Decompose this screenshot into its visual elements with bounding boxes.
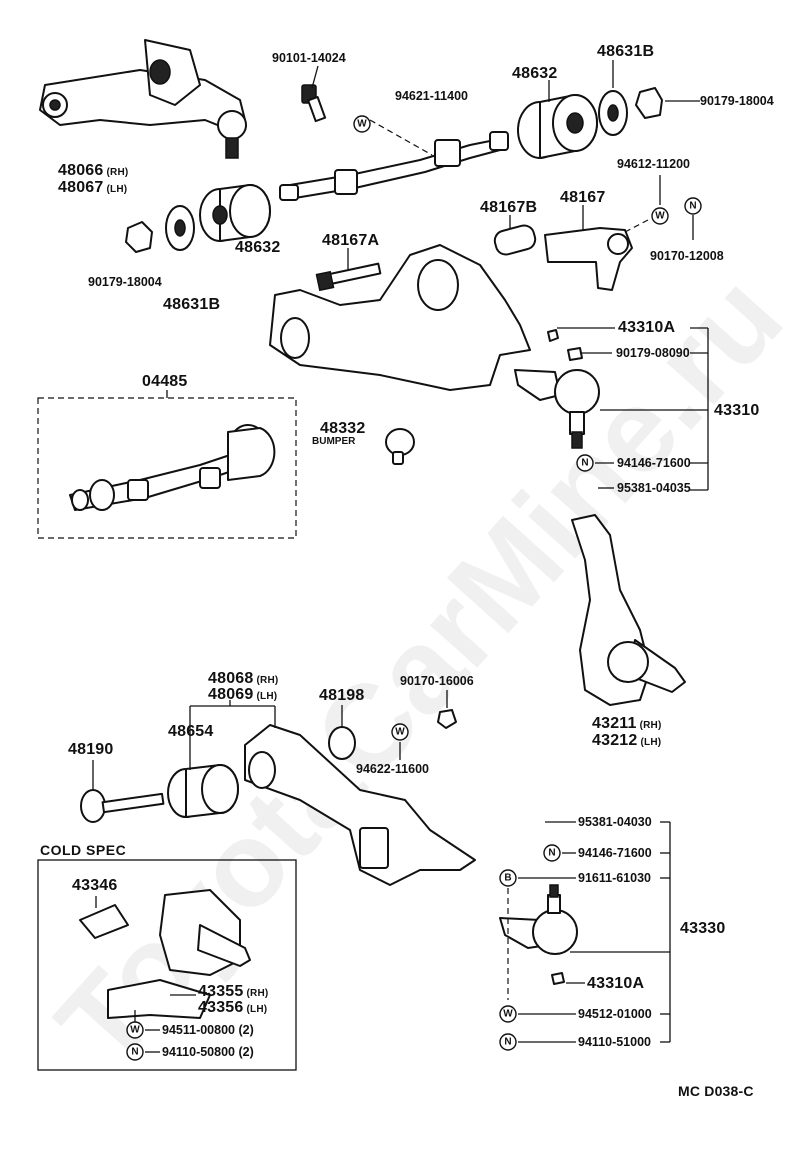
- upper-arm-48066: [39, 39, 247, 159]
- pin-48167B: [493, 224, 537, 256]
- svg-text:N: N: [504, 1037, 511, 1048]
- symbol-bolt-91611: B: [499, 869, 517, 887]
- label-94621-11400: 94621-11400: [395, 89, 468, 103]
- svg-text:W: W: [655, 211, 665, 222]
- label-43211: 43211(RH): [592, 715, 662, 732]
- symbol-washer-94512: W: [499, 1005, 517, 1023]
- label-43356: 43356(LH): [198, 999, 268, 1016]
- nut-90179-18004-top: [635, 87, 663, 119]
- label-43310A-lower: 43310A: [587, 975, 645, 992]
- svg-text:B: B: [504, 873, 511, 884]
- label-43310: 43310: [714, 402, 760, 419]
- label-48654: 48654: [168, 723, 214, 740]
- label-90101-14024: 90101-14024: [272, 51, 346, 65]
- label-48069: 48069(LH): [208, 686, 278, 703]
- svg-text:N: N: [548, 848, 555, 859]
- label-48068: 48068(RH): [208, 670, 279, 687]
- steering-knuckle-43211: [571, 514, 686, 706]
- symbol-washer-94622: W: [391, 723, 409, 741]
- symbol-nut-90170-12008: N: [684, 197, 702, 215]
- label-43346: 43346: [72, 877, 118, 894]
- label-48067: 48067(LH): [58, 179, 128, 196]
- symbol-nut-94146-a: N: [576, 454, 594, 472]
- label-94612-11200: 94612-11200: [617, 157, 690, 171]
- label-48066: 48066(RH): [58, 162, 129, 179]
- label-94512-01000: 94512-01000: [578, 1007, 652, 1021]
- label-94146-71600-a: 94146-71600: [617, 456, 691, 470]
- label-94110-51000: 94110-51000: [578, 1035, 651, 1049]
- cold-spec-title: COLD SPEC: [40, 842, 127, 858]
- label-43355: 43355(RH): [198, 983, 269, 1000]
- label-04485: 04485: [142, 373, 188, 390]
- nut-90179-18004-left: [125, 221, 153, 253]
- svg-text:W: W: [357, 119, 367, 130]
- bushing-48632-top: [517, 94, 598, 159]
- symbol-nut-94110-51000: N: [499, 1033, 517, 1051]
- label-48631B-top: 48631B: [597, 43, 655, 60]
- lower-arm-48068: [244, 724, 476, 886]
- nut-90170-16006: [437, 709, 457, 729]
- label-48631B-left: 48631B: [163, 296, 221, 313]
- bushing-48632-left: [199, 184, 271, 242]
- label-90179-18004-top: 90179-18004: [700, 94, 774, 108]
- label-43330: 43330: [680, 920, 726, 937]
- svg-text:N: N: [689, 201, 696, 212]
- label-95381-04035: 95381-04035: [617, 481, 691, 495]
- label-95381-04030: 95381-04030: [578, 815, 652, 829]
- bracket-48167: [544, 227, 633, 291]
- label-94110-50800: 94110-50800 (2): [162, 1045, 254, 1059]
- symbol-washer-94511: W: [126, 1021, 144, 1039]
- label-90170-12008: 90170-12008: [650, 249, 724, 263]
- ball-joint-43330: [499, 884, 578, 985]
- upper-arm-body: [269, 244, 531, 391]
- bumper-48332: [385, 428, 415, 465]
- label-48632-left: 48632: [235, 239, 281, 256]
- label-90170-16006: 90170-16006: [400, 674, 474, 688]
- label-94622-11600: 94622-11600: [356, 762, 429, 776]
- leader-lines: [92, 60, 709, 1053]
- label-43212: 43212(LH): [592, 732, 662, 749]
- label-43310A: 43310A: [618, 319, 676, 336]
- symbol-washer-94612: W: [651, 207, 669, 225]
- svg-text:N: N: [581, 458, 588, 469]
- symbol-nut-94110-50800: N: [126, 1043, 144, 1061]
- svg-text:N: N: [131, 1047, 138, 1058]
- ball-joint-43310: [514, 329, 600, 449]
- washer-48631B-left: [165, 205, 195, 251]
- label-48332: 48332: [320, 420, 366, 437]
- label-48167A: 48167A: [322, 232, 380, 249]
- svg-text:W: W: [130, 1025, 140, 1036]
- bushing-48654: [167, 764, 239, 818]
- label-48632-top: 48632: [512, 65, 558, 82]
- washer-48631B-top: [598, 90, 628, 136]
- label-48198: 48198: [319, 687, 365, 704]
- bolt-48190: [80, 789, 165, 823]
- svg-text:W: W: [503, 1009, 513, 1020]
- label-48167: 48167: [560, 189, 606, 206]
- upper-shaft: [279, 131, 509, 201]
- washer-48198: [328, 726, 356, 760]
- kit-04485-box: [37, 397, 297, 539]
- bolt-90101: [301, 84, 327, 123]
- label-bumper: BUMPER: [312, 436, 356, 447]
- footer-code: MC D038-C: [678, 1083, 754, 1099]
- cold-spec-box: [37, 859, 297, 1071]
- label-90179-08090: 90179-08090: [616, 346, 690, 360]
- svg-text:W: W: [395, 727, 405, 738]
- label-94146-71600-b: 94146-71600: [578, 846, 652, 860]
- label-91611-61030: 91611-61030: [578, 871, 651, 885]
- label-90179-18004-left: 90179-18004: [88, 275, 162, 289]
- symbol-washer-94621: W: [353, 115, 371, 133]
- label-94511-00800: 94511-00800 (2): [162, 1023, 254, 1037]
- label-48167B: 48167B: [480, 199, 538, 216]
- symbol-nut-94146-b: N: [543, 844, 561, 862]
- label-48190: 48190: [68, 741, 114, 758]
